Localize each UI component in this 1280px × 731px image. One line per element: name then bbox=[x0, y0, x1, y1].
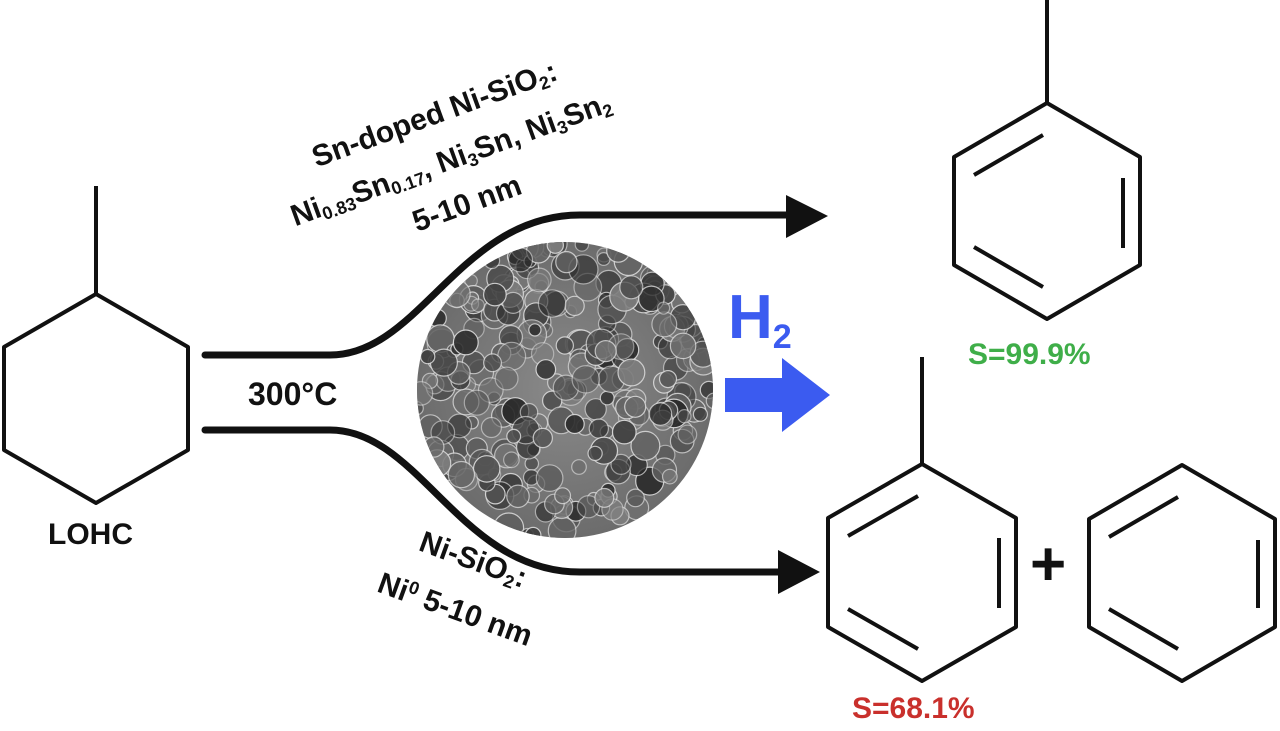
nanoparticle bbox=[588, 418, 610, 439]
nanoparticle bbox=[537, 289, 567, 318]
nanoparticle bbox=[463, 389, 490, 416]
plus-sign: + bbox=[1030, 530, 1067, 599]
nanoparticle bbox=[420, 348, 436, 365]
nanoparticle bbox=[606, 242, 631, 263]
nanoparticle bbox=[651, 311, 678, 338]
nanoparticle bbox=[677, 409, 692, 424]
nanoparticle bbox=[506, 484, 530, 509]
nanoparticle bbox=[692, 406, 709, 422]
nanoparticle bbox=[610, 453, 632, 475]
hydrogen-label: H2 bbox=[728, 283, 792, 357]
nanoparticle bbox=[428, 308, 447, 328]
nanoparticle bbox=[494, 366, 519, 391]
benzene-structure-icon bbox=[1087, 463, 1277, 683]
nanoparticle bbox=[617, 358, 646, 387]
nanoparticle bbox=[555, 336, 575, 355]
nanoparticle bbox=[503, 451, 520, 469]
nanoparticle bbox=[423, 436, 445, 458]
nanoparticle bbox=[594, 487, 615, 508]
nanoparticle bbox=[705, 392, 713, 410]
nanoparticle bbox=[624, 395, 647, 418]
nanoparticle bbox=[524, 526, 542, 538]
nanoparticle bbox=[611, 419, 637, 445]
nanoparticle bbox=[483, 252, 501, 270]
nanoparticle bbox=[532, 427, 554, 449]
nanoparticle bbox=[535, 464, 564, 493]
nanoparticle bbox=[554, 487, 572, 505]
nanoparticle bbox=[658, 370, 678, 389]
nanoparticle bbox=[574, 242, 590, 252]
nanoparticle bbox=[571, 459, 587, 475]
nanoparticle bbox=[677, 424, 698, 445]
nanoparticle bbox=[594, 340, 617, 363]
nanoparticle bbox=[535, 359, 557, 380]
nanoparticle bbox=[587, 445, 603, 462]
upper-route-curve bbox=[201, 211, 804, 359]
nanoparticle bbox=[661, 468, 678, 485]
nanoparticle bbox=[447, 460, 476, 489]
nanoparticle bbox=[546, 242, 565, 254]
nanoparticle bbox=[571, 364, 601, 394]
lower-arrowhead bbox=[778, 550, 820, 594]
upper-arrowhead bbox=[786, 195, 828, 238]
nanoparticle bbox=[619, 275, 644, 300]
nanoparticle bbox=[648, 402, 673, 427]
nanoparticle bbox=[497, 341, 527, 371]
nanoparticle bbox=[507, 247, 534, 273]
nanoparticle bbox=[630, 430, 661, 461]
nanoparticle bbox=[528, 323, 542, 337]
nanoparticle bbox=[526, 267, 552, 293]
nanoparticle bbox=[656, 301, 671, 315]
lohc-label: LOHC bbox=[48, 518, 133, 551]
methylcyclohexane-structure-icon bbox=[2, 186, 190, 505]
nanoparticle bbox=[599, 390, 615, 406]
toluene-top-structure-icon bbox=[952, 0, 1142, 321]
hydrogen-arrow bbox=[725, 358, 830, 432]
nanoparticle bbox=[483, 282, 507, 307]
selectivity-top-label: S=99.9% bbox=[968, 338, 1091, 371]
nanoparticle bbox=[417, 381, 434, 406]
toluene-bottom-structure-icon bbox=[826, 357, 1018, 683]
temperature-label: 300°C bbox=[248, 376, 338, 412]
nanoparticle bbox=[669, 332, 697, 360]
nanoparticle bbox=[483, 353, 503, 373]
nanoparticle bbox=[452, 329, 479, 356]
nanoparticle bbox=[626, 488, 645, 508]
nanoparticle bbox=[471, 298, 485, 313]
lower-route-curve bbox=[201, 426, 794, 576]
nanoparticle bbox=[493, 512, 525, 538]
nanoparticle bbox=[564, 413, 585, 435]
selectivity-bottom-label: S=68.1% bbox=[852, 692, 975, 725]
nanoparticle bbox=[506, 428, 522, 444]
nanoparticle bbox=[480, 416, 502, 439]
nanoparticle bbox=[555, 250, 578, 274]
nanoparticle bbox=[547, 516, 577, 538]
